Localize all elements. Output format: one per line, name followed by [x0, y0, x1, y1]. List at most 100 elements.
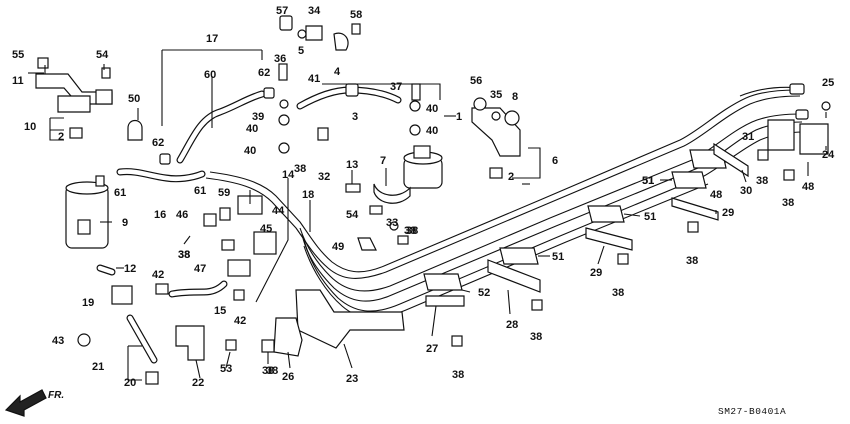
callout-61a: 61 — [114, 187, 126, 199]
bolt-58 — [351, 23, 361, 35]
fuel-pipe-bundle — [205, 83, 809, 319]
clamp-62b — [159, 153, 171, 165]
callout-44: 44 — [272, 205, 285, 217]
clip-45 — [253, 231, 277, 255]
callout-35: 35 — [490, 89, 502, 101]
fuel-filter — [403, 145, 443, 189]
bolt-53 — [225, 339, 237, 351]
fuel-hose-15 — [168, 280, 228, 298]
callout-48b: 48 — [802, 181, 814, 193]
callout-59: 59 — [218, 187, 230, 199]
guard-23 — [295, 289, 405, 349]
bracket-29b — [671, 197, 719, 221]
callout-19: 19 — [82, 297, 94, 309]
washer-40c — [409, 100, 421, 112]
bolt-38-mid — [221, 239, 235, 251]
bolt-37 — [411, 83, 421, 101]
callout-41: 41 — [308, 73, 320, 85]
callout-62b: 62 — [258, 67, 270, 79]
callout-18: 18 — [302, 189, 314, 201]
fitting-49 — [357, 237, 377, 251]
joint-13 — [345, 183, 361, 193]
callout-53: 53 — [220, 363, 232, 375]
clamp-block-48b — [799, 123, 829, 155]
callout-51a: 51 — [552, 251, 564, 263]
callout-38l: 38 — [266, 365, 278, 377]
fuel-hose-16 — [116, 168, 206, 183]
callout-17: 17 — [206, 33, 218, 45]
callout-42b: 42 — [234, 315, 246, 327]
bolt-38d — [687, 221, 699, 233]
direction-label: FR. — [48, 390, 64, 401]
callout-16: 16 — [154, 209, 166, 221]
callout-42a: 42 — [152, 269, 164, 281]
bolt-38f — [783, 169, 795, 181]
washer-35 — [491, 111, 501, 121]
callout-3: 3 — [352, 111, 358, 123]
callout-34: 34 — [308, 5, 321, 17]
callout-57: 57 — [276, 5, 288, 17]
callout-38k: 38 — [406, 225, 418, 237]
callout-38i: 38 — [756, 175, 768, 187]
callout-38g: 38 — [612, 287, 624, 299]
callout-40d: 40 — [426, 125, 438, 137]
callout-50: 50 — [128, 93, 140, 105]
bracket-22 — [175, 325, 205, 361]
callout-38a: 38 — [294, 163, 306, 175]
nut-25 — [821, 101, 831, 111]
clip-46 — [203, 213, 217, 227]
callout-51c: 51 — [642, 175, 654, 187]
callout-6: 6 — [552, 155, 558, 167]
bolt-38e — [757, 149, 769, 161]
fitting-20 — [145, 371, 159, 385]
callout-38b: 38 — [178, 249, 190, 261]
diagram-code: SM27-B0401A — [718, 406, 786, 417]
callout-55: 55 — [12, 49, 24, 61]
callout-38e: 38 — [452, 369, 464, 381]
callout-40a: 40 — [246, 123, 258, 135]
callout-2b: 2 — [508, 171, 514, 183]
clamp-62 — [263, 87, 275, 99]
callout-15: 15 — [214, 305, 226, 317]
callout-1: 1 — [456, 111, 462, 123]
bracket-11 — [35, 73, 113, 113]
callouts: 1 2 2 3 4 5 6 7 8 9 10 11 12 13 14 15 16… — [12, 5, 835, 389]
clamp-42a — [155, 283, 169, 295]
callout-33: 33 — [386, 217, 398, 229]
callout-51b: 51 — [644, 211, 656, 223]
callout-48a: 48 — [710, 189, 722, 201]
clamp-7 — [373, 183, 411, 204]
callout-62a: 62 — [152, 137, 164, 149]
callout-13: 13 — [346, 159, 358, 171]
bracket-29a — [585, 227, 633, 251]
clamp-50 — [127, 119, 143, 141]
callout-29a: 29 — [590, 267, 602, 279]
callout-28: 28 — [506, 319, 518, 331]
bolt-56 — [473, 97, 487, 111]
callout-38d: 38 — [262, 365, 274, 377]
callout-54a: 54 — [96, 49, 109, 61]
clip-47 — [227, 259, 251, 277]
bracket-31 — [767, 119, 795, 151]
bolt-38-right — [397, 235, 409, 245]
leader-lines — [28, 49, 827, 381]
callout-24: 24 — [822, 149, 835, 161]
callout-39: 39 — [252, 111, 264, 123]
callout-46: 46 — [176, 209, 188, 221]
callout-56: 56 — [470, 75, 482, 87]
clamp-block-51c — [671, 171, 707, 189]
grommet-8 — [504, 110, 520, 126]
callout-4: 4 — [334, 66, 341, 78]
callout-49: 49 — [332, 241, 344, 253]
callout-38c: 38 — [404, 225, 416, 237]
callout-38f: 38 — [530, 331, 542, 343]
sensor-54 — [369, 205, 383, 215]
fuel-hose-3 — [296, 83, 402, 110]
bracket-27 — [425, 295, 465, 307]
clamp-42b — [233, 289, 245, 301]
callout-52: 52 — [478, 287, 490, 299]
callout-54b: 54 — [346, 209, 359, 221]
callout-2a: 2 — [58, 131, 64, 143]
